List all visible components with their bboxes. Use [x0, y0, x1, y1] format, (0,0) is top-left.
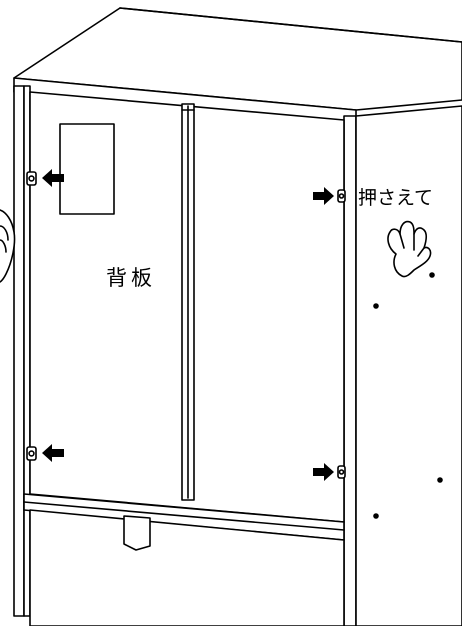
right-side-panel	[343, 105, 462, 626]
back-panel-label: 背板	[106, 266, 156, 290]
arrow-right-icon	[313, 187, 334, 205]
bracket-right-top	[337, 189, 346, 203]
bracket-left-bottom	[26, 446, 37, 461]
bottom-rail	[23, 493, 345, 626]
left-side-panel	[13, 85, 31, 617]
arrow-left-icon	[42, 444, 64, 462]
hand-right-icon	[387, 220, 432, 278]
press-instruction-label: 押さえて	[358, 187, 433, 209]
bracket-left-top	[26, 171, 37, 186]
hand-left-icon	[0, 209, 16, 283]
bracket-right-bottom	[337, 465, 346, 479]
arrow-right-icon	[313, 463, 334, 481]
arrow-left-icon	[42, 169, 64, 187]
back-panel	[29, 91, 345, 523]
back-panel-cutout	[59, 123, 115, 215]
